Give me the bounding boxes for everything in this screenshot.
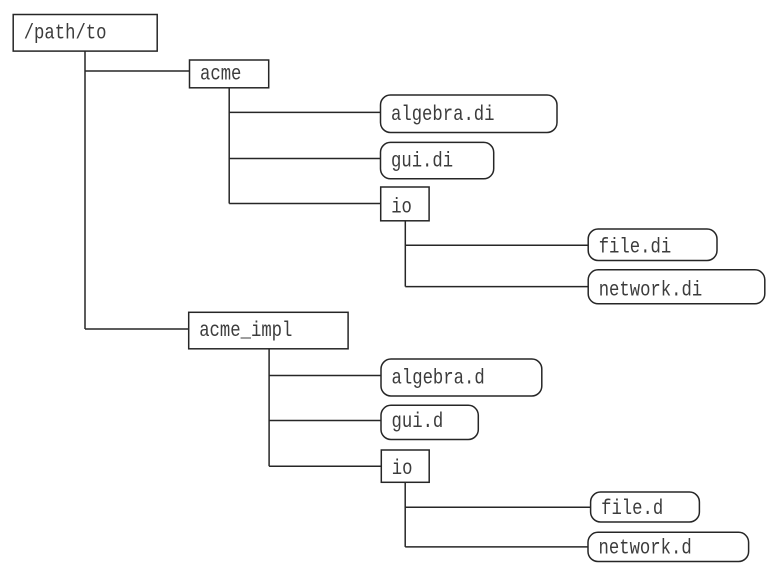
svg-text:file.di: file.di bbox=[599, 235, 672, 259]
svg-text:/path/to: /path/to bbox=[24, 22, 107, 46]
svg-text:io: io bbox=[392, 457, 413, 481]
svg-text:file.d: file.d bbox=[601, 497, 663, 521]
svg-text:gui.di: gui.di bbox=[391, 149, 453, 173]
svg-text:algebra.d: algebra.d bbox=[392, 366, 485, 390]
svg-text:network.di: network.di bbox=[599, 278, 703, 302]
svg-text:network.d: network.d bbox=[599, 536, 692, 560]
svg-text:acme_impl: acme_impl bbox=[199, 319, 292, 343]
svg-text:algebra.di: algebra.di bbox=[391, 103, 495, 127]
svg-text:io: io bbox=[391, 196, 412, 220]
svg-text:acme: acme bbox=[200, 62, 241, 86]
svg-text:gui.d: gui.d bbox=[392, 410, 444, 434]
